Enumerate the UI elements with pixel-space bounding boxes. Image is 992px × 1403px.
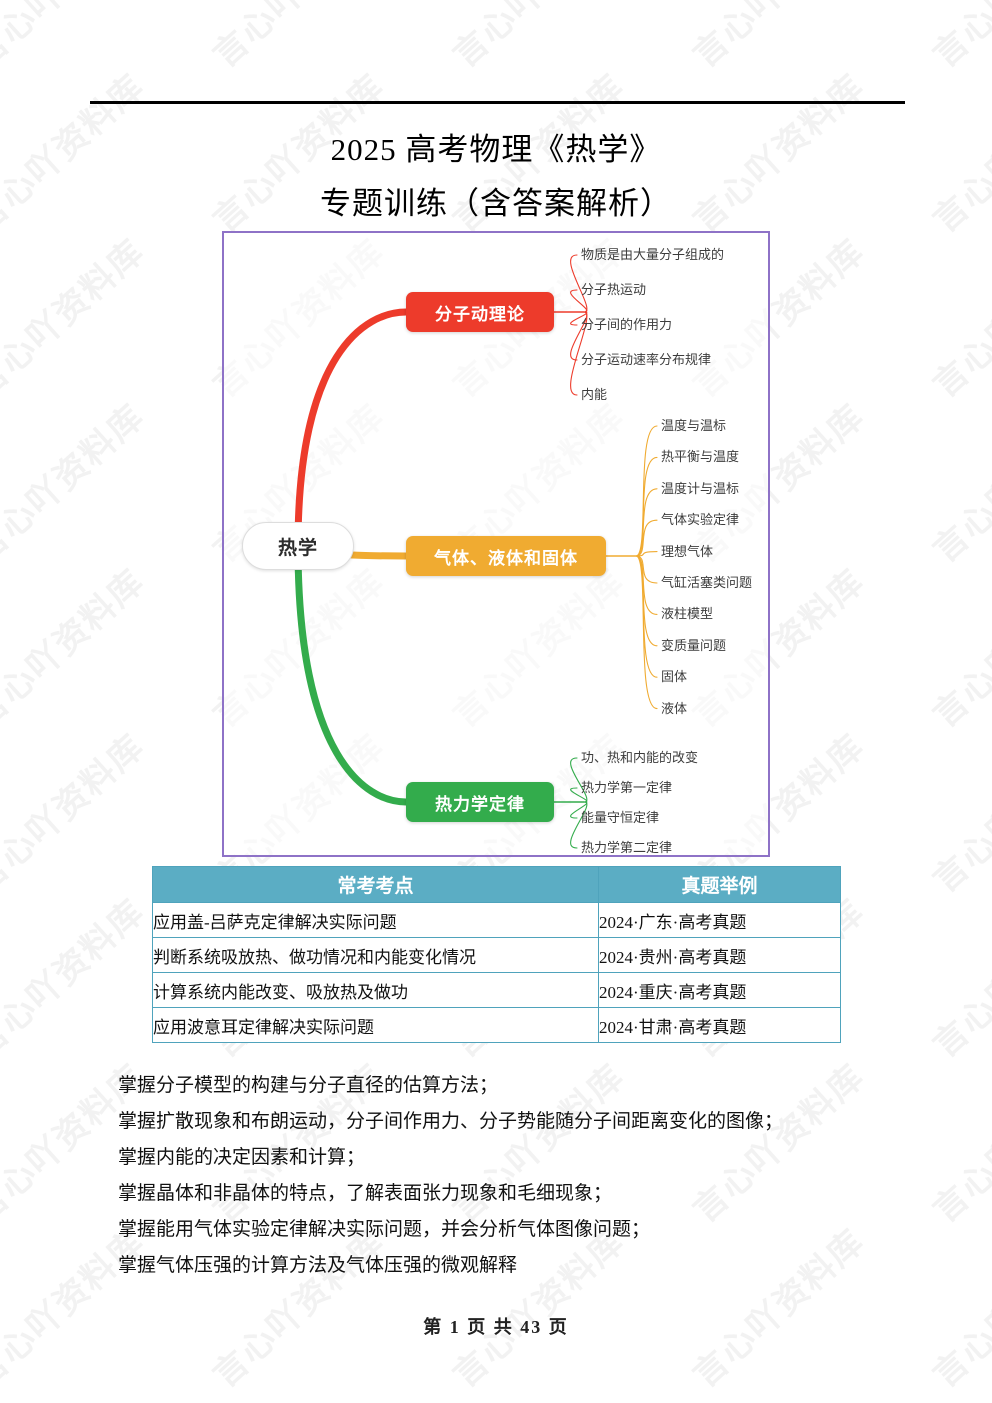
mindmap-connectors [294, 254, 658, 849]
mindmap-branch-label-0: 分子动理论 [435, 304, 525, 324]
table-cell-point: 判断系统吸放热、做功情况和内能变化情况 [152, 937, 599, 973]
mindmap-leaf-1-8: 固体 [661, 669, 688, 685]
table-header-row: 常考考点 真题举例 [152, 866, 841, 903]
mindmap-leaf-1-1: 热平衡与温度 [661, 449, 740, 465]
objective-line-3: 掌握晶体和非晶体的特点，了解表面张力现象和毛细现象； [118, 1183, 613, 1204]
mindmap-leaf-1-6: 液柱模型 [661, 606, 714, 622]
page-footer: 第 1 页 共 43 页 [423, 1317, 569, 1337]
mindmap-leaf-2-1: 热力学第一定律 [581, 780, 673, 795]
page-title-line-2: 专题训练（含答案解析） [320, 186, 672, 221]
objective-line-0: 掌握分子模型的构建与分子直径的估算方法； [118, 1075, 499, 1096]
mindmap-connector [635, 456, 658, 557]
mindmap-leaf-1-0: 温度与温标 [661, 418, 727, 433]
mindmap-leaf-0-3: 分子运动速率分布规律 [581, 352, 712, 367]
objective-line-2: 掌握内能的决定因素和计算； [118, 1147, 366, 1168]
mindmap-connector [570, 787, 588, 803]
mindmap-connector [635, 555, 658, 678]
page-title-line-1: 2025 高考物理《热学》 [330, 132, 662, 167]
mindmap-leaf-1-2: 温度计与温标 [661, 480, 740, 496]
mindmap-connector [570, 311, 588, 396]
table-cell-example: 2024·贵州·高考真题 [598, 937, 841, 973]
table-cell-example: 2024·广东·高考真题 [598, 902, 841, 938]
objective-line-5: 掌握气体压强的计算方法及气体压强的微观解释 [118, 1255, 518, 1276]
mindmap-connector [294, 308, 410, 550]
mindmap-leaf-2-0: 功、热和内能的改变 [581, 750, 699, 765]
table-cell-example: 2024·甘肃·高考真题 [598, 1007, 841, 1043]
mindmap-leaf-0-2: 分子间的作用力 [581, 317, 673, 332]
mindmap-connector [570, 801, 588, 849]
mindmap-leaf-0-4: 内能 [581, 387, 608, 402]
mindmap-root-label: 热学 [277, 537, 318, 559]
objective-line-1: 掌握扩散现象和布朗运动，分子间作用力、分子势能随分子间距离变化的图像； [118, 1111, 784, 1132]
header-rule [90, 101, 905, 104]
mindmap-root-node: 热学 [242, 522, 354, 570]
mindmap-leaf-0-0: 物质是由大量分子组成的 [581, 247, 725, 262]
mindmap-connector [635, 488, 658, 557]
mindmap-connector [635, 555, 658, 647]
mindmap-figure: 热学 分子动理论 气体、液体和固体 热力学定律 物质是由大量分子组成的分子热运动… [222, 231, 770, 857]
mindmap-leaf-2-3: 热力学第二定律 [581, 840, 673, 855]
table-cell-example: 2024·重庆·高考真题 [598, 972, 841, 1008]
mindmap-leaf-2-2: 能量守恒定律 [581, 810, 660, 825]
table-header-example: 真题举例 [598, 866, 841, 903]
mindmap-leaf-1-7: 变质量问题 [661, 637, 727, 653]
mindmap-branch-node-2: 热力学定律 [406, 782, 554, 822]
mindmap-connector [635, 555, 658, 615]
objectives-list: 掌握分子模型的构建与分子直径的估算方法； 掌握扩散现象和布朗运动，分子间作用力、分… [118, 1068, 898, 1284]
mindmap-leaf-1-5: 气缸活塞类问题 [661, 575, 753, 590]
mindmap-leaf-1-4: 理想气体 [661, 543, 714, 559]
mindmap-connector [635, 555, 658, 710]
mindmap-leaf-0-1: 分子热运动 [581, 282, 647, 297]
mindmap-connector [294, 542, 410, 806]
table-cell-point: 应用波意耳定律解决实际问题 [152, 1007, 599, 1043]
mindmap-leaf-1-9: 液体 [661, 700, 688, 716]
table-cell-point: 应用盖-吕萨克定律解决实际问题 [152, 902, 599, 938]
mindmap-leaf-1-3: 气体实验定律 [661, 512, 740, 528]
mindmap-connector [635, 519, 658, 557]
mindmap-branch-label-2: 热力学定律 [435, 794, 525, 814]
table-cell-point: 计算系统内能改变、吸放热及做功 [152, 972, 599, 1008]
mindmap-connector [570, 289, 588, 313]
mindmap-branch-label-1: 气体、液体和固体 [434, 548, 578, 568]
mindmap-connector [635, 425, 658, 557]
table-header-point: 常考考点 [152, 866, 599, 903]
mindmap-branch-node-0: 分子动理论 [406, 292, 554, 332]
mindmap-branch-node-1: 气体、液体和固体 [406, 536, 606, 576]
objective-line-4: 掌握能用气体实验定律解决实际问题，并会分析气体图像问题； [118, 1219, 651, 1240]
